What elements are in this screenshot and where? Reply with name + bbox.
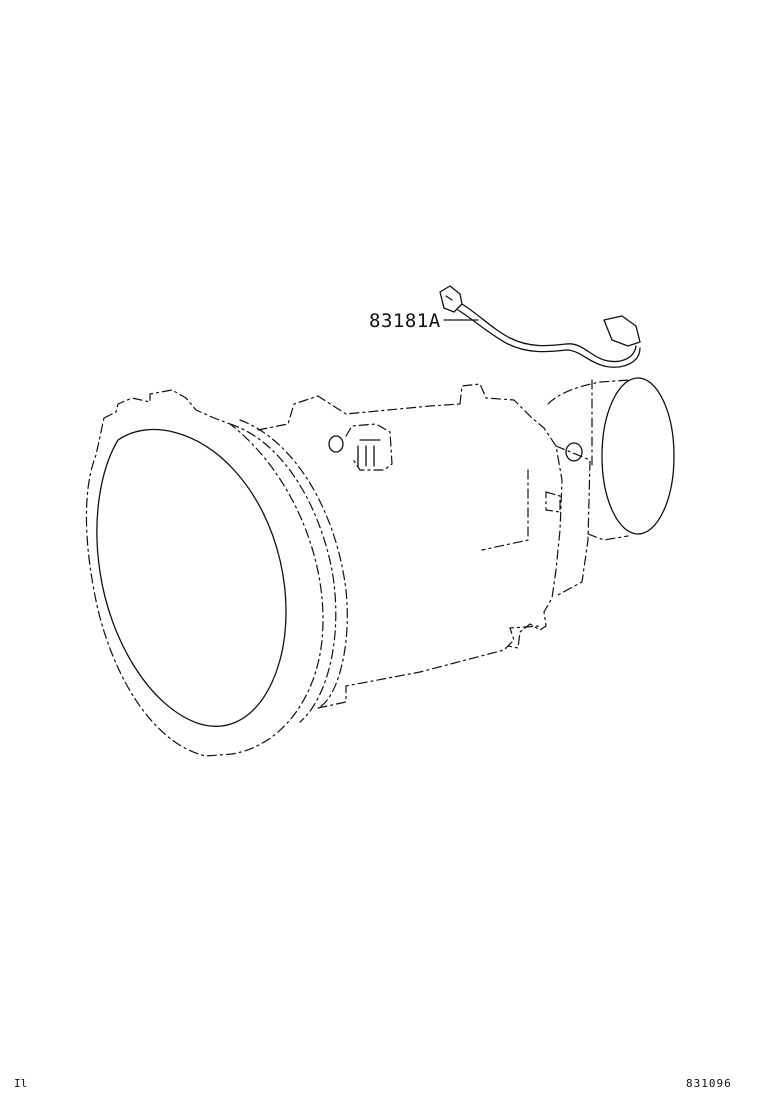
mount-slot	[357, 439, 381, 467]
side-rib	[481, 469, 529, 551]
wire-harness	[439, 285, 641, 368]
sensor-plug	[603, 315, 641, 347]
body-top-edge	[257, 395, 461, 431]
harness-wire	[461, 303, 637, 363]
body-bottom-edge	[317, 625, 541, 709]
pulley-rim-1	[229, 423, 337, 723]
rear-port	[565, 442, 583, 462]
pulley-rim-2	[239, 419, 348, 709]
corner-mark-left: Il	[14, 1077, 28, 1090]
harness-wire-inner	[457, 309, 641, 368]
part-number-label: 83181A	[369, 310, 441, 332]
rear-cylinder-end	[601, 377, 675, 535]
connector-left	[439, 285, 463, 313]
compressor-assembly	[85, 377, 675, 757]
rear-housing-step	[545, 491, 561, 513]
mount-hole-front	[328, 435, 344, 453]
clutch-face-inner	[96, 428, 287, 727]
mounting-boss	[345, 423, 393, 471]
rear-housing	[459, 383, 563, 649]
diagram-number: 831096	[686, 1077, 732, 1090]
rear-housing-flange	[555, 445, 591, 597]
rear-cylinder-body	[547, 379, 631, 541]
clutch-face-outer	[85, 389, 324, 757]
